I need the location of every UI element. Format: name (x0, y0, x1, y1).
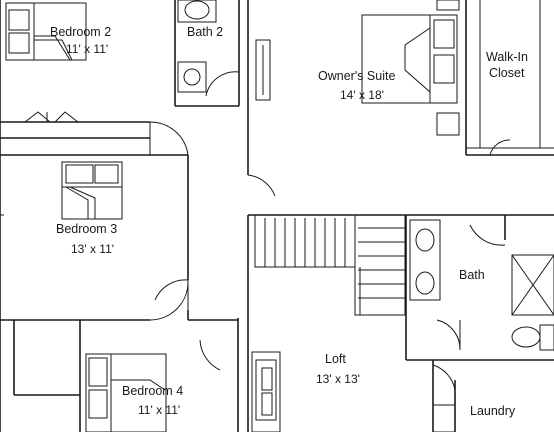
bath-name: Bath (459, 268, 485, 282)
owners-suite-size: 14' x 18' (340, 88, 384, 102)
staircase (254, 214, 406, 316)
bedroom4-name: Bedroom 4 (122, 384, 184, 398)
bedroom4-size: 11' x 11' (138, 403, 181, 417)
bed-bedroom3 (61, 161, 123, 220)
bath2-fixtures (177, 0, 240, 106)
laundry-name: Laundry (470, 404, 516, 418)
loft-sofa (251, 351, 281, 433)
bed-bedroom2 (5, 2, 87, 61)
bedroom2-size: 11' x 11' (66, 42, 109, 56)
bedroom3-closet-doors (24, 111, 79, 123)
laundry-door (432, 364, 456, 433)
bath2-name: Bath 2 (187, 25, 224, 39)
loft-name: Loft (325, 352, 346, 366)
bedroom3-name: Bedroom 3 (56, 222, 118, 236)
loft-size: 13' x 13' (316, 372, 360, 386)
bath-fixtures (409, 219, 554, 351)
walkin-closet-name-line1: Walk-In (486, 50, 528, 64)
bedroom3-size: 13' x 11' (71, 242, 115, 256)
bed-owners-suite (255, 0, 460, 136)
bedroom2-name: Bedroom 2 (50, 25, 112, 39)
closet-rods (466, 0, 554, 156)
walkin-closet-name-line2: Closet (489, 66, 525, 80)
owners-suite-name: Owner's Suite (318, 69, 396, 83)
hall-doors (149, 121, 276, 321)
